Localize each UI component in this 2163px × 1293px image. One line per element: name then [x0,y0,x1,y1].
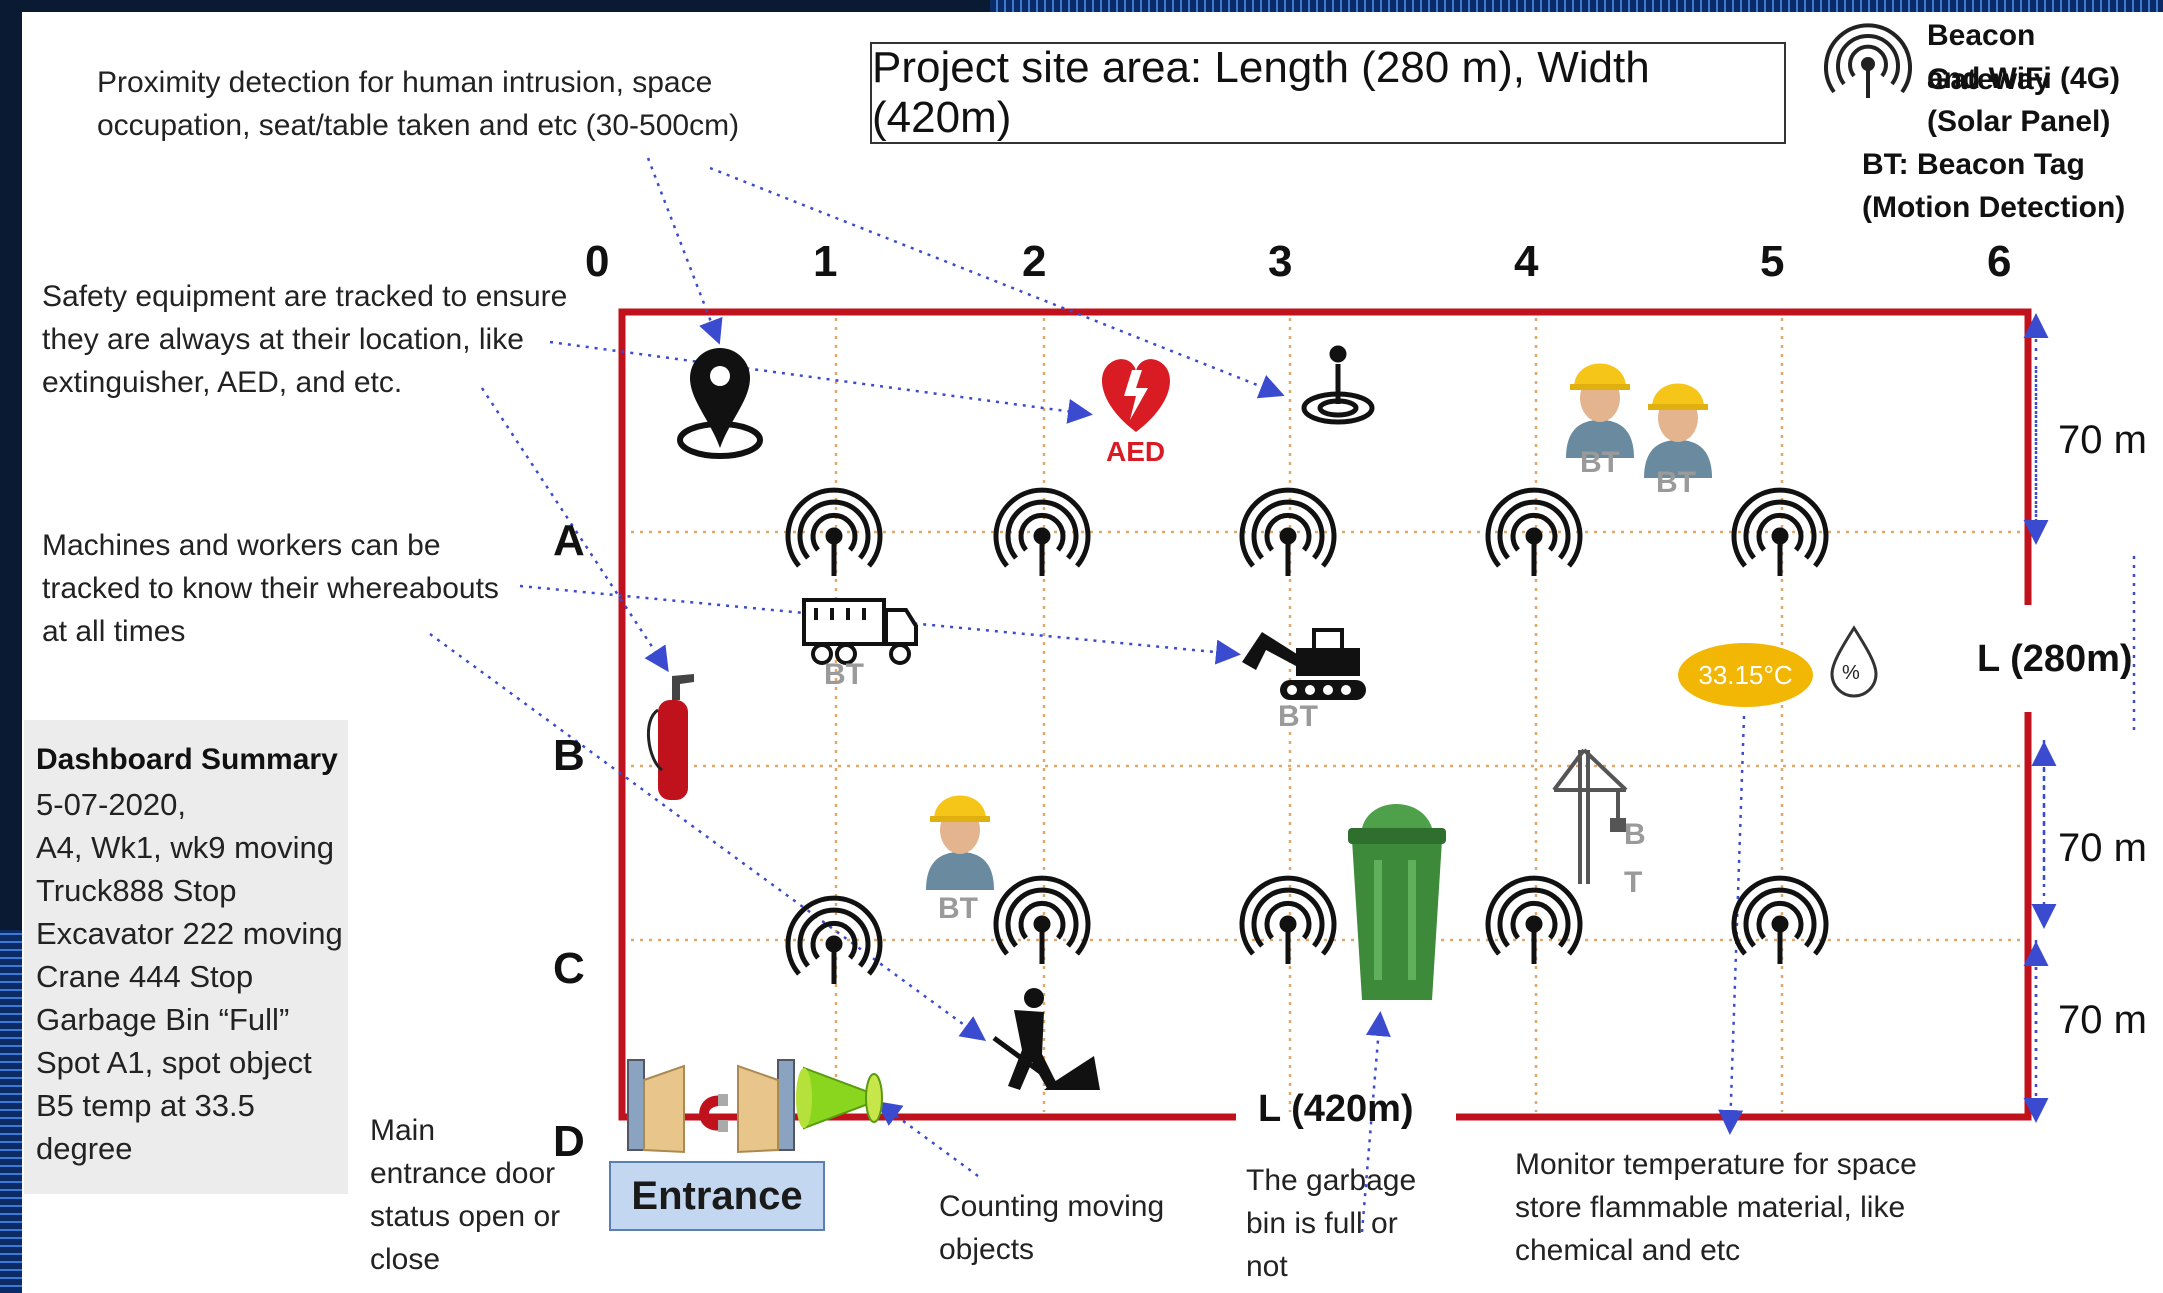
door-annotation-line2: entrance door [370,1157,556,1190]
beacon-icons [785,487,1829,984]
truck-icon [802,598,918,665]
grid-column-label: 1 [813,237,838,286]
excavator-icon [1242,628,1366,700]
dimension-label: 70 m [2058,418,2147,462]
door-annotation-line3: status open or [370,1200,561,1233]
site-boundary [618,308,2032,1121]
dimension-label: 70 m [2058,826,2147,870]
dashboard-line: Crane 444 Stop [36,959,254,994]
safety-annotation-line1: Safety equipment are tracked to ensure [42,280,568,313]
grid-column-label: 3 [1268,237,1293,286]
door-annotation-line4: close [370,1243,441,1276]
beacon-gateway-icon [1239,875,1337,964]
location-pin-icon [677,348,763,459]
grid-column-label: 0 [585,237,610,286]
grid-lines [622,318,2026,1112]
dashboard-title: Dashboard Summary [36,743,338,776]
dashboard-line: Excavator 222 moving [36,916,343,951]
beacon-tag-label: BT [938,892,978,925]
dashboard-line: Spot A1, spot object [36,1045,312,1080]
machines-annotation-line1: Machines and workers can be [42,529,441,562]
grid-row-label: D [553,1117,585,1166]
garbage-annotation-line2: bin is full or [1246,1207,1398,1240]
pointer-lines [429,157,2136,1233]
grid-column-label: 5 [1760,237,1785,286]
worker-icon [1644,383,1712,478]
counting-annotation-line2: objects [939,1233,1035,1266]
humidity-drop-icon [1830,625,1878,698]
crane-icon [1552,748,1628,884]
dashboard-line: Garbage Bin “Full” [36,1002,290,1037]
grid-column-label: 6 [1987,237,2012,286]
safety-annotation-line2: they are always at their location, like [42,323,524,356]
beacon-tag-label: BT [824,658,864,691]
legend-gateway-line1: Beacon Gateway [1927,19,2051,96]
beacon-tag-label: BT [1580,446,1620,479]
temperature-annotation-line3: chemical and etc [1515,1234,1741,1267]
grid-row-label: B [553,731,585,780]
proximity-annotation-line2: occupation, seat/table taken and etc (30… [97,109,740,142]
proximity-sensor-icon [1301,345,1375,425]
humidity-label: % [1842,662,1860,684]
door-annotation-line1: Main [370,1114,436,1147]
beacon-tag-label: BT [1278,700,1318,733]
beacon-gateway-icon [1824,23,1912,98]
beacon-gateway-icon [993,875,1091,964]
counting-annotation-line1: Counting moving [939,1190,1165,1223]
beacon-gateway-icon [1485,875,1583,964]
legend-tag-line2: (Motion Detection) [1862,191,2126,224]
dashboard-line: Truck888 Stop [36,873,237,908]
door-sensor-icon [627,1059,795,1154]
beacon-gateway-icon [1731,487,1829,576]
fire-extinguisher-icon [646,674,694,800]
garbage-bin-icon [1348,804,1446,1000]
crane-tag-label: B [1624,818,1646,851]
background-pattern [990,0,2163,14]
aed-icon [1102,359,1170,432]
crane-tag-label: T [1624,866,1643,899]
dashboard-summary-box [24,720,348,1194]
dashboard-line: B5 temp at 33.5 [36,1088,255,1123]
machines-annotation-line3: at all times [42,615,186,648]
temperature-annotation-line2: store flammable material, like [1515,1191,1906,1224]
beacon-gateway-icon [1485,487,1583,576]
legend-gateway-line2: and WiFi (4G) [1927,62,2121,95]
counting-sensor-icon [796,1066,883,1130]
dimension-label: 70 m [2058,998,2147,1042]
beacon-gateway-icon [1731,875,1829,964]
legend-gateway-line3: (Solar Panel) [1927,105,2111,138]
beacon-gateway-icon [993,487,1091,576]
grid-column-label: 4 [1514,237,1539,286]
dashboard-line: degree [36,1131,133,1166]
grid-row-label: C [553,944,585,993]
worker-icon [926,795,994,890]
garbage-annotation-line3: not [1246,1250,1288,1283]
width-dimension-label: L (420m) [1258,1088,1414,1130]
machines-annotation-line2: tracked to know their whereabouts [42,572,499,605]
worker-digging-icon [992,988,1100,1090]
legend-tag-line1: BT: Beacon Tag [1862,148,2085,181]
background-pattern [0,930,24,1293]
proximity-annotation-line1: Proximity detection for human intrusion,… [97,66,713,99]
entrance-label-box: Entrance [609,1161,825,1231]
worker-icon [1566,363,1634,458]
safety-annotation-line3: extinguisher, AED, and etc. [42,366,403,399]
aed-label: AED [1106,436,1166,467]
beacon-gateway-icon [785,487,883,576]
dashboard-line: 5-07-2020, [36,787,186,822]
temperature-annotation-line1: Monitor temperature for space [1515,1148,1917,1181]
dashboard-line: A4, Wk1, wk9 moving [36,830,335,865]
beacon-gateway-icon [785,895,883,984]
temperature-badge: 33.15°C [1678,643,1813,707]
length-dimension-label: L (280m) [1977,638,2133,680]
beacon-tag-label: BT [1656,466,1696,499]
grid-column-label: 2 [1022,237,1047,286]
site-area-title: Project site area: Length (280 m), Width… [870,42,1786,144]
garbage-annotation-line1: The garbage [1246,1164,1417,1197]
beacon-gateway-icon [1239,487,1337,576]
grid-row-label: A [553,516,585,565]
